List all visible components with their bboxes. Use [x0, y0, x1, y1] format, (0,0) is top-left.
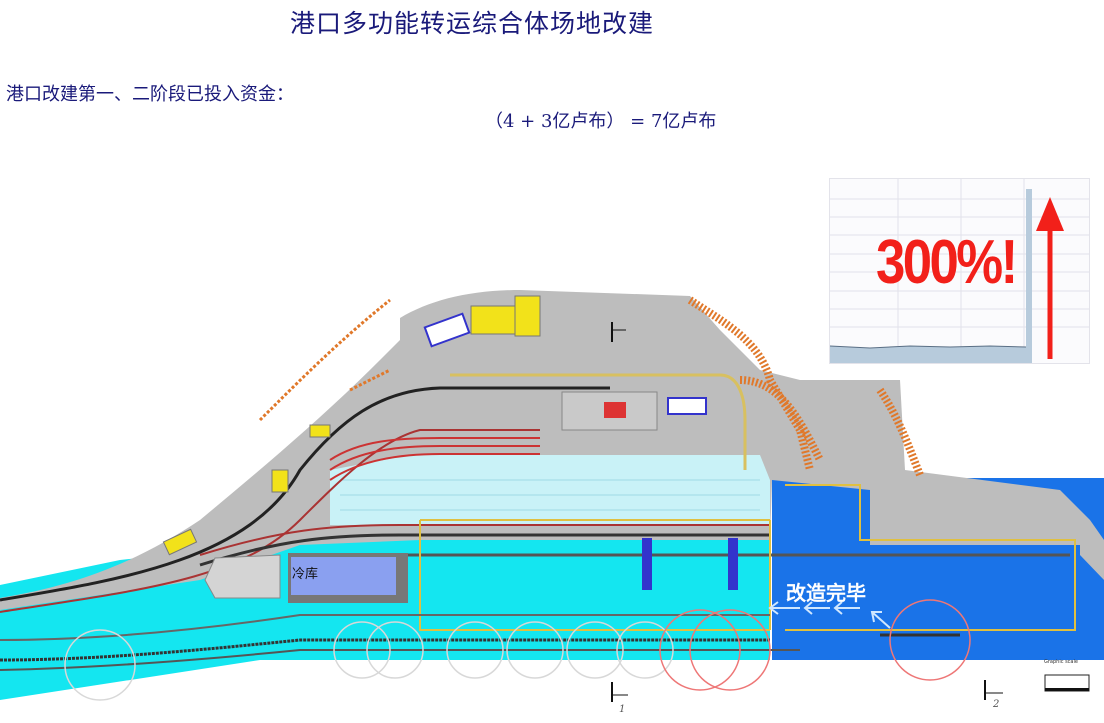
crane-icons — [642, 538, 738, 590]
svg-text:1: 1 — [619, 704, 625, 715]
slope-left — [258, 298, 391, 422]
growth-chart — [830, 179, 1089, 363]
building — [470, 305, 517, 335]
growth-line — [830, 345, 1027, 349]
cold-storage-roof — [291, 557, 396, 595]
building — [604, 402, 626, 418]
investment-formula: （4 + 3亿卢布） = 7亿卢布 — [485, 111, 717, 132]
completed-label: 改造完毕 — [786, 581, 866, 605]
section-marker-top — [611, 322, 626, 342]
railway-tracks — [0, 373, 1076, 671]
building — [514, 295, 541, 337]
building — [667, 397, 707, 415]
section-marker-1: 1 — [611, 682, 628, 715]
flow-arrows — [768, 601, 891, 629]
fill-hatch — [340, 479, 760, 511]
building — [162, 528, 198, 556]
crane-radius-circles — [64, 621, 674, 701]
platform — [204, 554, 281, 599]
cold-storage-label: 冷库 — [292, 566, 318, 582]
building — [423, 312, 471, 348]
up-arrow-head — [1036, 197, 1064, 231]
crane-radius-circles-red — [659, 599, 971, 691]
growth-percentage: 300%! — [876, 228, 1018, 297]
building — [271, 469, 289, 493]
fill-area — [330, 455, 770, 525]
section-marker-2: 2 — [984, 680, 1003, 710]
investment-subtitle: 港口改建第一、二阶段已投入资金： — [6, 84, 294, 105]
svg-text:2: 2 — [992, 699, 999, 710]
svg-text:Graphic scale: Graphic scale — [1044, 659, 1078, 665]
growth-chart-inset: 300%! — [829, 178, 1090, 364]
page-title: 港口多功能转运综合体场地改建 — [290, 9, 655, 38]
land-area — [0, 290, 1104, 610]
graphic-scale: Graphic scale — [1044, 659, 1090, 692]
building — [309, 424, 331, 438]
slope-right — [687, 296, 924, 477]
